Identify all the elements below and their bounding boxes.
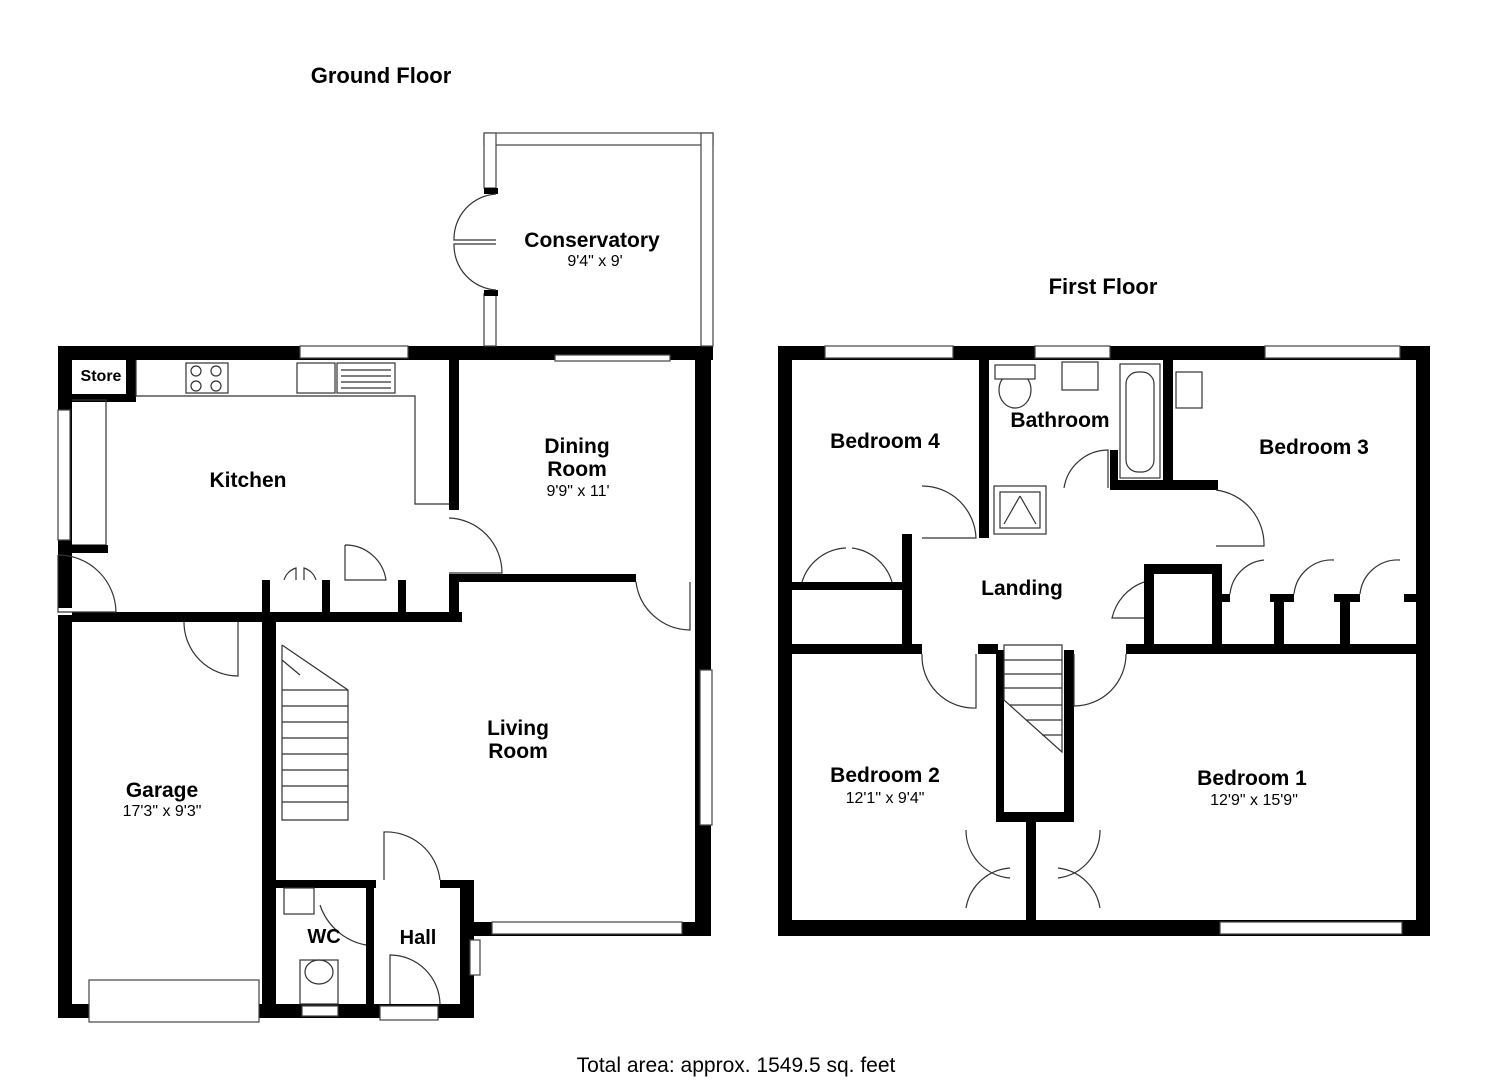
wc-fittings [283, 887, 339, 1005]
bathroom-label: Bathroom [1010, 409, 1109, 432]
bedroom2-dimensions: 12'1" x 9'4" [846, 790, 925, 807]
conservatory-label: Conservatory [524, 229, 660, 252]
wc-label: WC [307, 926, 340, 948]
first-floor-stairs [1003, 644, 1063, 754]
ground-floor-doors [57, 517, 691, 1005]
first-floor-doors [801, 449, 1401, 909]
dining-label-line2: Room [547, 458, 607, 481]
total-area-text: Total area: approx. 1549.5 sq. feet [577, 1054, 896, 1077]
dining-dimensions: 9'9" x 11' [546, 483, 609, 500]
bedroom3-label: Bedroom 3 [1259, 436, 1369, 459]
hall-label: Hall [400, 927, 437, 949]
living-label-line2: Room [488, 740, 548, 763]
ground-floor-title: Ground Floor [311, 63, 452, 88]
bedroom1-dimensions: 12'9" x 15'9" [1210, 792, 1298, 809]
conservatory-dimensions: 9'4" x 9' [567, 253, 622, 270]
first-floor-title: First Floor [1049, 274, 1158, 299]
kitchen-label: Kitchen [209, 469, 286, 492]
kitchen-worktop [72, 360, 449, 553]
ground-floor-stairs [281, 644, 349, 821]
landing-label: Landing [981, 577, 1063, 600]
ground-floor-walls [58, 346, 713, 1018]
living-label-line1: Living [487, 717, 549, 740]
bedroom1-label: Bedroom 1 [1197, 767, 1307, 790]
dining-label-line1: Dining [544, 435, 609, 458]
bedroom4-label: Bedroom 4 [830, 430, 940, 453]
store-label: Store [81, 368, 122, 385]
garage-label: Garage [126, 779, 198, 802]
bathroom-fittings [993, 361, 1203, 535]
garage-dimensions: 17'3" x 9'3" [123, 803, 202, 820]
bedroom2-label: Bedroom 2 [830, 764, 940, 787]
first-floor-windows [824, 345, 1403, 935]
ground-floor-windows [57, 345, 713, 1023]
conservatory-frame [453, 132, 714, 347]
